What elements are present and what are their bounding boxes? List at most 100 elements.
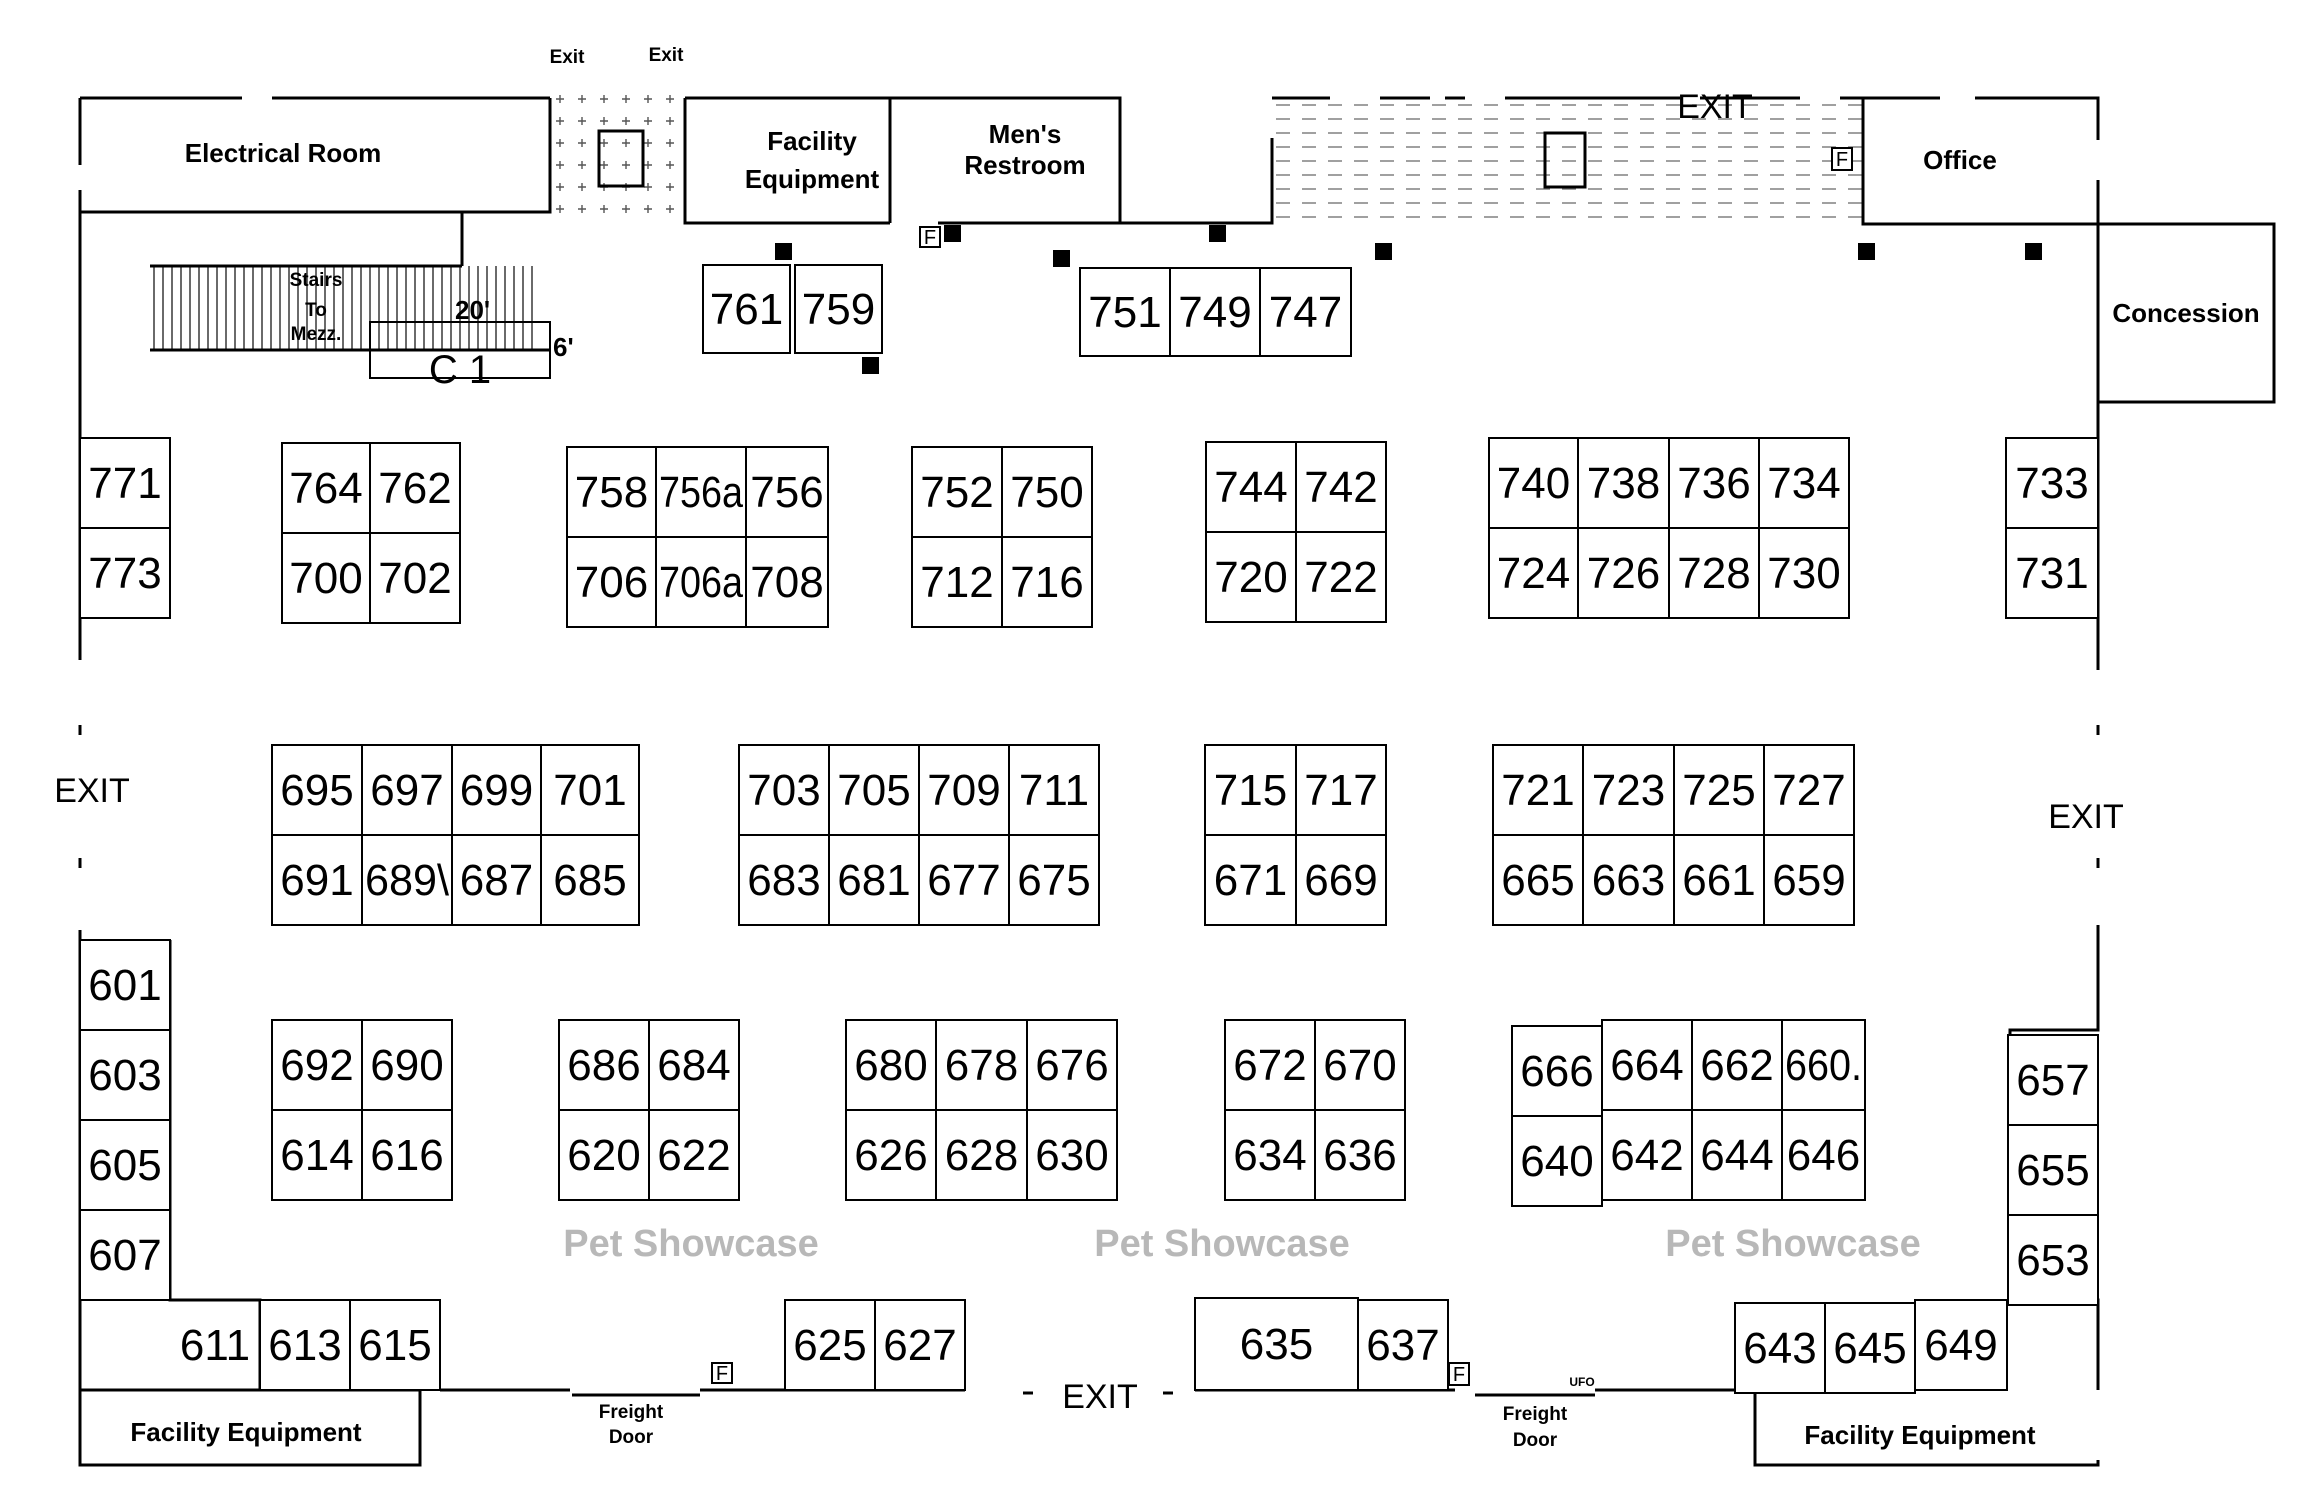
booth[interactable]: 663: [1582, 834, 1675, 926]
booth[interactable]: 622: [648, 1109, 740, 1201]
booth[interactable]: 771: [79, 437, 171, 529]
booth[interactable]: 677: [918, 834, 1010, 926]
booth[interactable]: 689\: [361, 834, 453, 926]
booth[interactable]: 756: [745, 446, 829, 538]
booth[interactable]: 749: [1169, 267, 1261, 357]
booth[interactable]: 758: [566, 446, 657, 538]
booth[interactable]: 640: [1511, 1115, 1603, 1207]
booth[interactable]: 691: [271, 834, 363, 926]
booth[interactable]: 699: [451, 744, 542, 836]
booth[interactable]: 747: [1259, 267, 1352, 357]
booth[interactable]: 728: [1668, 527, 1760, 619]
booth[interactable]: 646: [1781, 1109, 1866, 1201]
booth[interactable]: 611: [180, 1321, 250, 1370]
booth[interactable]: 678: [935, 1019, 1028, 1111]
booth[interactable]: 662: [1691, 1019, 1783, 1111]
booth[interactable]: 706: [566, 536, 657, 628]
booth[interactable]: 684: [648, 1019, 740, 1111]
booth[interactable]: 613: [259, 1299, 351, 1391]
booth[interactable]: 615: [349, 1299, 441, 1391]
booth[interactable]: 642: [1601, 1109, 1693, 1201]
booth[interactable]: 702: [369, 532, 461, 624]
booth[interactable]: 620: [558, 1109, 650, 1201]
booth[interactable]: 730: [1758, 527, 1850, 619]
booth[interactable]: 669: [1295, 834, 1387, 926]
booth[interactable]: 661: [1673, 834, 1765, 926]
booth[interactable]: 655: [2007, 1124, 2099, 1216]
booth[interactable]: 659: [1763, 834, 1855, 926]
booth[interactable]: 637: [1357, 1299, 1449, 1391]
booth[interactable]: 734: [1758, 437, 1850, 529]
booth[interactable]: 660.: [1781, 1019, 1866, 1111]
booth[interactable]: 733: [2005, 437, 2099, 529]
booth[interactable]: 616: [361, 1109, 453, 1201]
booth[interactable]: 762: [369, 442, 461, 534]
booth[interactable]: 726: [1577, 527, 1670, 619]
booth[interactable]: 635: [1194, 1297, 1359, 1391]
booth[interactable]: 607: [79, 1209, 171, 1301]
booth[interactable]: 764: [281, 442, 371, 534]
booth[interactable]: 692: [271, 1019, 363, 1111]
booth[interactable]: 683: [738, 834, 830, 926]
booth[interactable]: 605: [79, 1119, 171, 1211]
booth[interactable]: 723: [1582, 744, 1675, 836]
booth[interactable]: 672: [1224, 1019, 1316, 1111]
booth[interactable]: 731: [2005, 527, 2099, 619]
booth[interactable]: 653: [2007, 1214, 2099, 1306]
booth[interactable]: 664: [1601, 1019, 1693, 1111]
booth[interactable]: 671: [1204, 834, 1297, 926]
booth[interactable]: 686: [558, 1019, 650, 1111]
booth[interactable]: 751: [1079, 267, 1171, 357]
booth[interactable]: 680: [845, 1019, 937, 1111]
booth[interactable]: 742: [1295, 441, 1387, 533]
booth[interactable]: 752: [911, 446, 1003, 538]
booth[interactable]: 716: [1001, 536, 1093, 628]
booth[interactable]: 717: [1295, 744, 1387, 836]
booth[interactable]: 665: [1492, 834, 1584, 926]
booth[interactable]: 625: [784, 1299, 876, 1391]
booth[interactable]: 657: [2007, 1034, 2099, 1126]
booth[interactable]: 690: [361, 1019, 453, 1111]
booth[interactable]: 705: [828, 744, 920, 836]
booth[interactable]: 708: [745, 536, 829, 628]
booth[interactable]: 697: [361, 744, 453, 836]
booth[interactable]: 644: [1691, 1109, 1783, 1201]
booth[interactable]: 756a: [655, 446, 747, 538]
booth[interactable]: 643: [1734, 1302, 1826, 1394]
booth[interactable]: 685: [540, 834, 640, 926]
booth[interactable]: 715: [1204, 744, 1297, 836]
booth[interactable]: 761: [702, 264, 791, 354]
booth[interactable]: 750: [1001, 446, 1093, 538]
booth[interactable]: 727: [1763, 744, 1855, 836]
booth[interactable]: 738: [1577, 437, 1670, 529]
booth[interactable]: 695: [271, 744, 363, 836]
booth[interactable]: 614: [271, 1109, 363, 1201]
booth[interactable]: 675: [1008, 834, 1100, 926]
booth[interactable]: 709: [918, 744, 1010, 836]
booth[interactable]: 724: [1488, 527, 1579, 619]
booth[interactable]: 626: [845, 1109, 937, 1201]
booth[interactable]: 740: [1488, 437, 1579, 529]
booth[interactable]: 627: [874, 1299, 966, 1391]
booth[interactable]: 630: [1026, 1109, 1118, 1201]
booth[interactable]: 725: [1673, 744, 1765, 836]
booth[interactable]: 720: [1205, 531, 1297, 623]
booth[interactable]: 736: [1668, 437, 1760, 529]
booth[interactable]: 634: [1224, 1109, 1316, 1201]
booth[interactable]: 676: [1026, 1019, 1118, 1111]
booth[interactable]: 722: [1295, 531, 1387, 623]
booth[interactable]: 700: [281, 532, 371, 624]
booth[interactable]: 666: [1511, 1025, 1603, 1117]
booth[interactable]: 759: [794, 264, 883, 354]
booth[interactable]: 601: [79, 939, 171, 1031]
booth[interactable]: 703: [738, 744, 830, 836]
booth[interactable]: 706a: [655, 536, 747, 628]
booth[interactable]: 701: [540, 744, 640, 836]
booth[interactable]: 628: [935, 1109, 1028, 1201]
booth[interactable]: 744: [1205, 441, 1297, 533]
booth[interactable]: 773: [79, 527, 171, 619]
booth[interactable]: 712: [911, 536, 1003, 628]
booth[interactable]: 636: [1314, 1109, 1406, 1201]
booth[interactable]: 711: [1008, 744, 1100, 836]
booth[interactable]: 721: [1492, 744, 1584, 836]
